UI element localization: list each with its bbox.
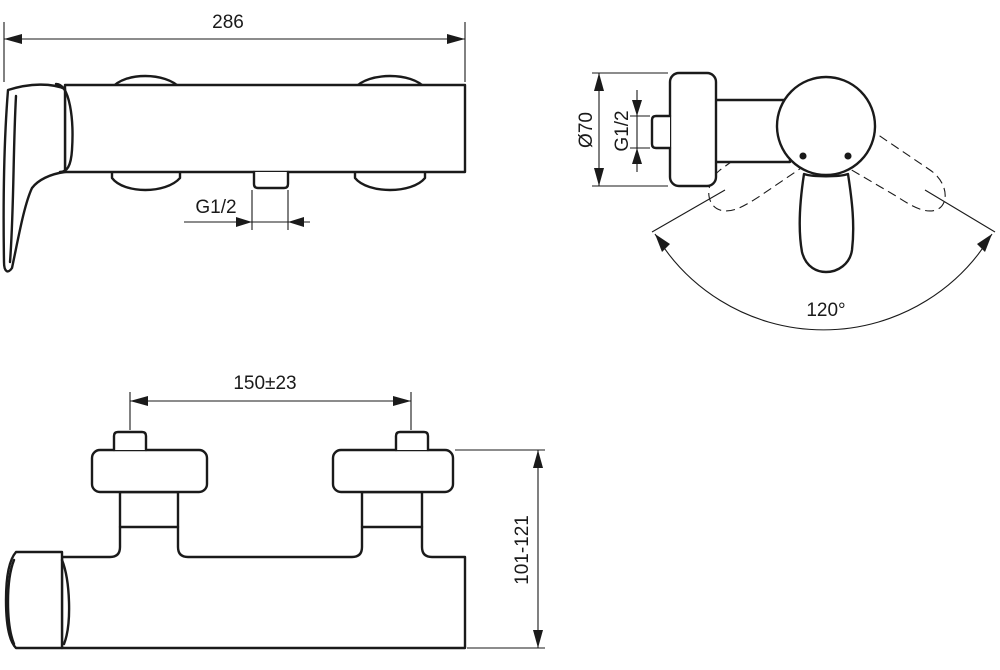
dim-projection-arrow-top — [533, 450, 543, 468]
dim-angle-arrow-left — [655, 234, 670, 252]
top-view-lever-inner — [8, 94, 18, 264]
front-view-lever-cap-inner — [60, 558, 71, 646]
dim-outlet-label: G1/2 — [195, 197, 236, 218]
side-view-handle-circle — [775, 75, 877, 177]
side-view-disc — [668, 71, 718, 188]
side-view-lever — [798, 172, 855, 274]
dim-inlet-arrow-bottom — [632, 148, 642, 164]
dim-spacing-label: 150±23 — [233, 373, 296, 394]
front-view-right-inlet — [394, 430, 430, 452]
dim-projection-label: 101-121 — [512, 515, 533, 585]
top-view: 286 G1/2 — [2, 12, 467, 273]
dim-angle-arc — [654, 233, 993, 331]
top-view-lever-cap — [54, 82, 74, 174]
dim-angle-ext-right — [924, 189, 996, 233]
dim-inlet-arrow-top — [632, 100, 642, 116]
dim-projection-arrow-bottom — [533, 630, 543, 648]
dim-286-label: 286 — [212, 12, 244, 33]
side-view-inlet — [650, 114, 672, 150]
front-view: 150±23 101-121 — [4, 373, 545, 650]
dim-diameter-label: Ø70 — [576, 112, 597, 148]
dim-diameter-arrow-bottom — [594, 168, 604, 186]
front-view-left-inlet — [112, 430, 148, 452]
dim-angle-label: 120° — [806, 300, 845, 321]
dim-diameter-arrow-top — [594, 73, 604, 91]
dim-angle-arrow-right — [977, 234, 992, 252]
side-view-screw-right — [844, 152, 852, 160]
top-view-body — [63, 83, 467, 174]
dim-spacing-arrow-right — [393, 396, 411, 406]
dim-inlet-label: G1/2 — [612, 110, 633, 151]
front-view-lever-cap-face — [6, 558, 16, 646]
top-view-outlet — [252, 170, 290, 190]
dim-angle-ext-left — [651, 189, 726, 233]
front-view-lever-cap — [4, 550, 64, 650]
side-view-lever-left-ghost — [708, 127, 811, 212]
front-view-right-disc — [331, 448, 455, 494]
side-view-screw-left — [799, 152, 807, 160]
side-view: Ø70 G1/2 120° — [576, 71, 996, 331]
dim-outlet-arrow-left — [236, 217, 252, 227]
dim-outlet-arrow-right — [288, 217, 304, 227]
side-view-lever-right-ghost — [837, 127, 946, 212]
dim-286-arrow-left — [4, 34, 22, 44]
front-view-body-outline — [60, 490, 467, 650]
front-view-left-disc — [90, 448, 209, 494]
dim-spacing-arrow-left — [130, 396, 148, 406]
dim-286-arrow-right — [447, 34, 465, 44]
